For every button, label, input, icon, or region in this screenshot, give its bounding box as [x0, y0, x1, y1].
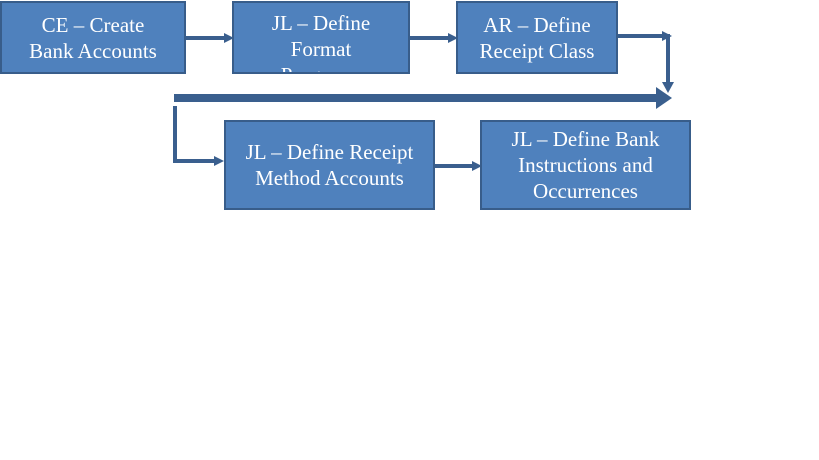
connector-wrap-to-receipt-method — [173, 106, 224, 166]
connector-ce-to-format — [186, 33, 234, 43]
connector-wrap-bar — [174, 87, 672, 109]
connector-receipt-class-elbow — [618, 31, 674, 93]
connector-format-to-receipt-class — [410, 33, 458, 43]
step-define-format-programs: JL – DefineFormatPrograms — [232, 1, 410, 74]
connector-receipt-method-to-bank-instructions — [435, 161, 482, 171]
step-label: JL – DefineFormatPrograms — [271, 11, 371, 72]
